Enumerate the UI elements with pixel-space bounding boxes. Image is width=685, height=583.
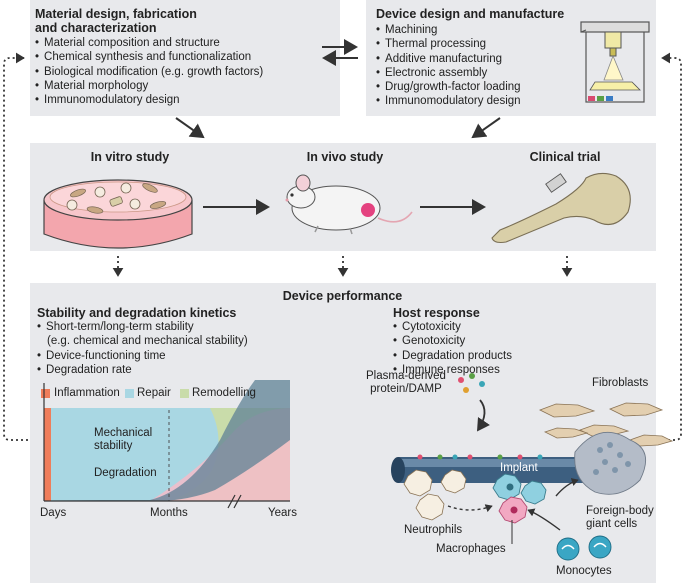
material-list: Material composition and structure Chemi… — [35, 36, 335, 107]
axis-break-mark — [227, 494, 242, 509]
device-list: Machining Thermal processing Additive ma… — [376, 23, 576, 109]
monocytes-label: Monocytes — [556, 565, 612, 577]
list-item: Material composition and structure — [35, 36, 335, 50]
plasma-label: Plasma-derived protein/DAMP — [366, 370, 446, 395]
host-response-section: Host response Cytotoxicity Genotoxicity … — [393, 306, 593, 377]
mouse-icon — [285, 174, 413, 235]
fbgc-label: Foreign-body giant cells — [586, 505, 654, 530]
list-item: Drug/growth-factor loading — [376, 80, 576, 94]
mechanical-stability-band — [48, 380, 290, 501]
list-item: Device-functioning time — [37, 349, 337, 363]
legend-swatch-remodelling — [180, 389, 189, 398]
legend-swatch-inflammation — [41, 389, 50, 398]
list-item: Additive manufacturing — [376, 52, 576, 66]
list-item: Thermal processing — [376, 37, 576, 51]
list-item: Electronic assembly — [376, 66, 576, 80]
list-item: (e.g. chemical and mechanical stability) — [47, 335, 248, 348]
host-response-list: Cytotoxicity Genotoxicity Degradation pr… — [393, 320, 593, 377]
phase-repair — [48, 408, 219, 501]
implant-label: Implant — [500, 462, 538, 474]
list-item: Degradation rate — [37, 363, 337, 377]
host-response-diagram — [391, 373, 674, 561]
phase-inflammation — [44, 408, 51, 501]
curve-label-mechanical: Mechanical stability — [94, 427, 153, 452]
fibroblasts-label: Fibroblasts — [592, 377, 649, 389]
in-vivo-label: In vivo study — [306, 150, 384, 164]
device-title: Device design and manufacture — [376, 7, 565, 21]
legend-label-repair: Repair — [137, 387, 171, 399]
petri-dish-icon — [43, 179, 193, 249]
macrophages-label: Macrophages — [436, 543, 506, 555]
feedback-loop-right — [658, 52, 682, 441]
neutrophils-label: Neutrophils — [404, 524, 463, 536]
list-item: Degradation products — [393, 349, 593, 363]
list-item: Biological modification (e.g. growth fac… — [35, 65, 335, 79]
list-item: Immunomodulatory design — [35, 93, 335, 107]
arrow-down-left — [175, 117, 205, 139]
legend-swatch-repair — [125, 389, 134, 398]
legend-label-inflammation: Inflammation — [54, 387, 120, 399]
list-item: Genotoxicity — [393, 334, 593, 348]
x-tick-months: Months — [150, 507, 188, 519]
list-item: Machining — [376, 23, 576, 37]
stability-list: Short-term/long-term stability (e.g. che… — [37, 320, 337, 377]
in-vitro-label: In vitro study — [90, 150, 170, 164]
list-item: Material morphology — [35, 79, 335, 93]
device-performance-title: Device performance — [282, 289, 403, 303]
x-tick-days: Days — [40, 507, 67, 519]
material-title-line2: and characterization — [35, 21, 157, 35]
curve-label-degradation: Degradation — [94, 467, 157, 479]
material-title-line1: Material design, fabrication — [35, 7, 197, 21]
list-item: Immune responses — [393, 363, 593, 377]
stability-section: Stability and degradation kinetics Short… — [37, 306, 337, 377]
chart — [41, 380, 290, 509]
host-response-title: Host response — [393, 306, 480, 320]
arrow-down-right — [471, 117, 501, 139]
bone-icon — [491, 172, 631, 244]
stability-title: Stability and degradation kinetics — [37, 306, 237, 320]
x-tick-years: Years — [268, 507, 297, 519]
list-item: Short-term/long-term stability — [37, 320, 337, 334]
list-item: Immunomodulatory design — [376, 94, 576, 108]
feedback-loop-left — [3, 52, 28, 441]
list-item: Chemical synthesis and functionalization — [35, 50, 335, 64]
material-section: Material design, fabrication and charact… — [35, 7, 335, 107]
legend-label-remodelling: Remodelling — [192, 387, 256, 399]
list-item: Cytotoxicity — [393, 320, 593, 334]
device-section: Device design and manufacture Machining … — [376, 7, 576, 109]
3d-printer-icon — [580, 21, 650, 103]
clinical-trial-label: Clinical trial — [529, 150, 601, 164]
